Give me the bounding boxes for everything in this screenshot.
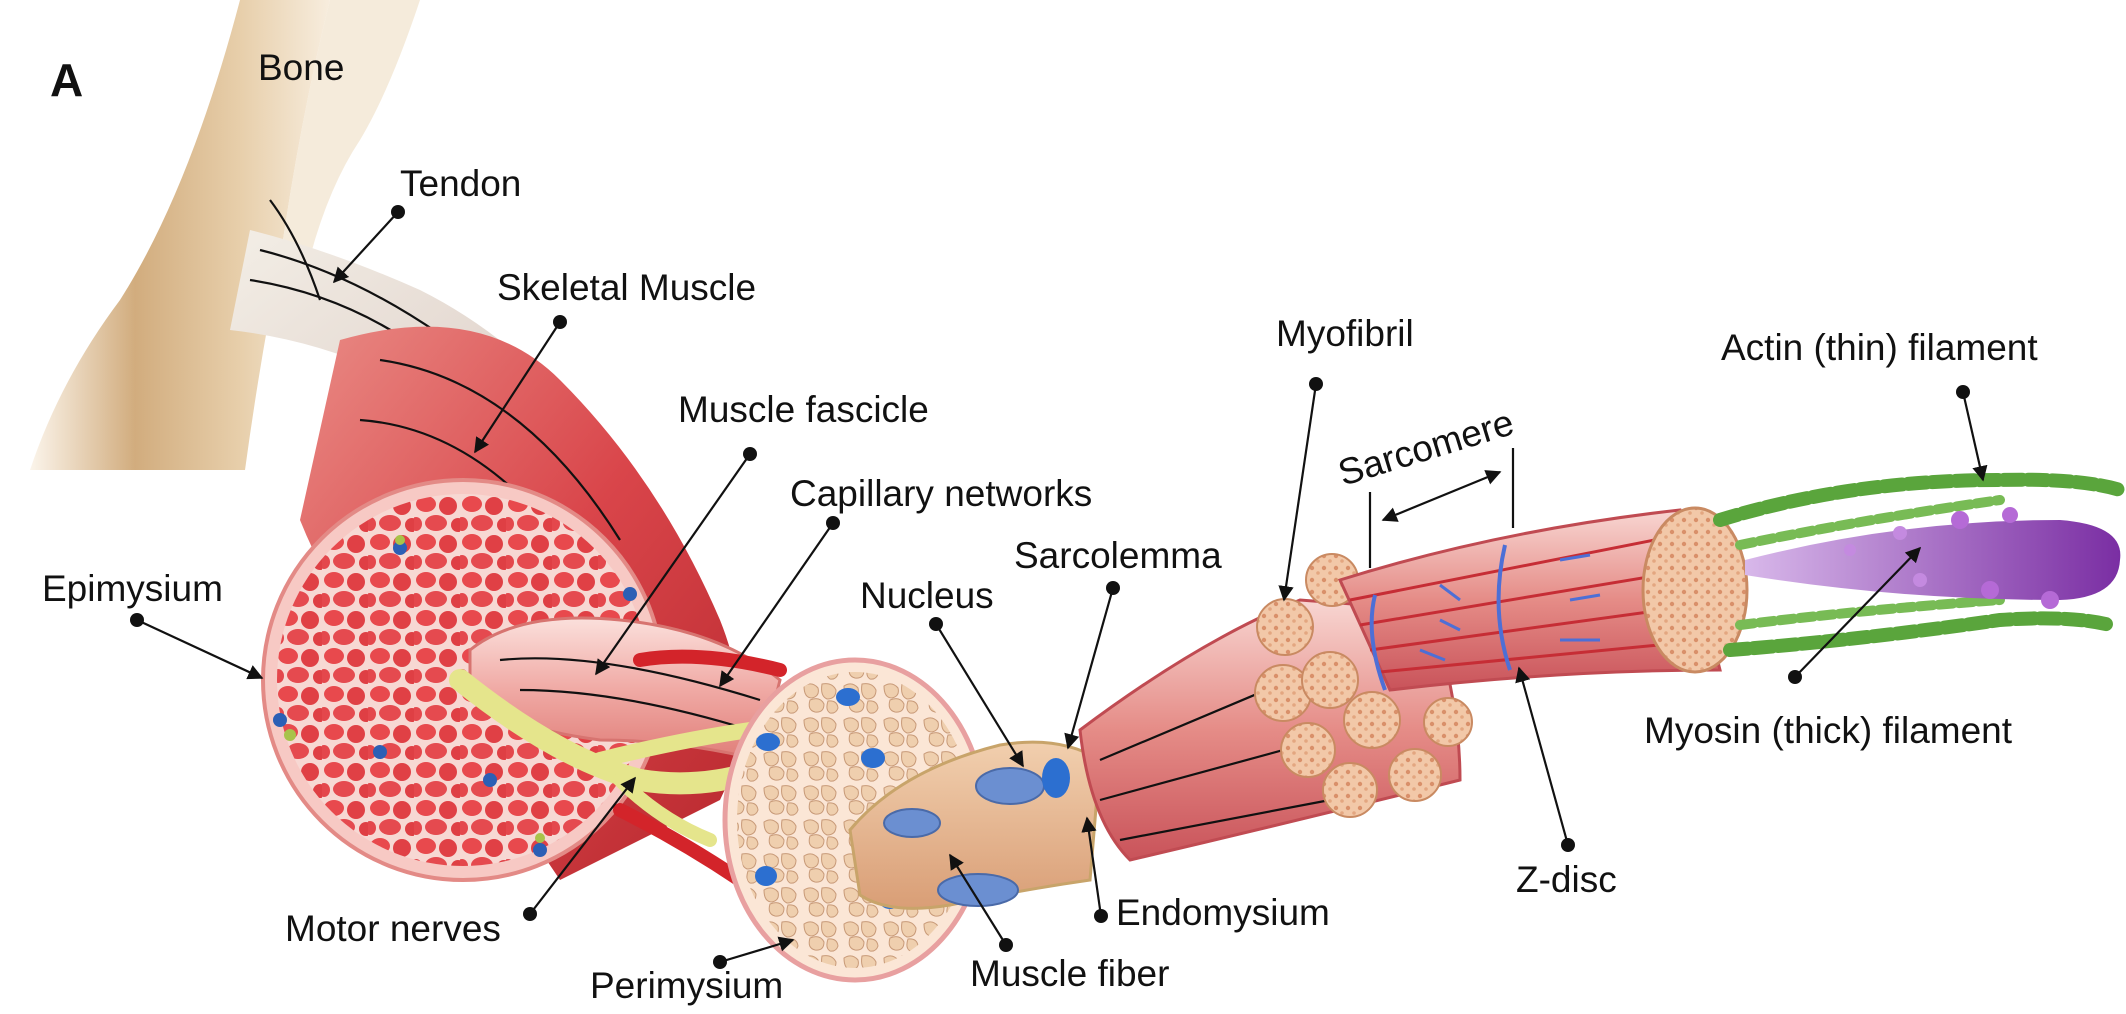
myofibril-illustration	[1337, 506, 1749, 692]
label-skeletal-muscle: Skeletal Muscle	[497, 267, 756, 308]
label-capillary-networks: Capillary networks	[790, 473, 1092, 514]
label-myosin-filament: Myosin (thick) filament	[1644, 710, 2013, 751]
label-tendon: Tendon	[400, 163, 521, 204]
muscle-fiber-illustration	[848, 740, 1102, 910]
myosin-filament-illustration	[1745, 507, 2121, 609]
capillary-network-illustration	[613, 649, 787, 887]
label-muscle-fascicle: Muscle fascicle	[678, 389, 929, 430]
label-myofibril: Myofibril	[1276, 313, 1414, 354]
label-epimysium: Epimysium	[42, 568, 223, 609]
leader-lines	[130, 205, 1988, 969]
label-perimysium: Perimysium	[590, 965, 783, 1006]
bone-illustration	[30, 0, 420, 470]
label-nucleus: Nucleus	[860, 575, 994, 616]
diagram-labels: A Bone Tendon Skeletal Muscle Epimysium …	[42, 47, 2038, 1006]
label-bone: Bone	[258, 47, 344, 88]
myofibril-bundle-illustration	[1078, 553, 1473, 862]
label-endomysium: Endomysium	[1116, 892, 1330, 933]
panel-letter: A	[50, 54, 83, 106]
actin-filament-illustration	[1713, 472, 2126, 657]
label-muscle-fiber: Muscle fiber	[970, 953, 1169, 994]
label-sarcolemma: Sarcolemma	[1014, 535, 1222, 576]
label-sarcomere: Sarcomere	[1333, 402, 1518, 494]
label-motor-nerves: Motor nerves	[285, 908, 501, 949]
label-actin-filament: Actin (thin) filament	[1721, 327, 2038, 368]
label-z-disc: Z-disc	[1516, 859, 1617, 900]
